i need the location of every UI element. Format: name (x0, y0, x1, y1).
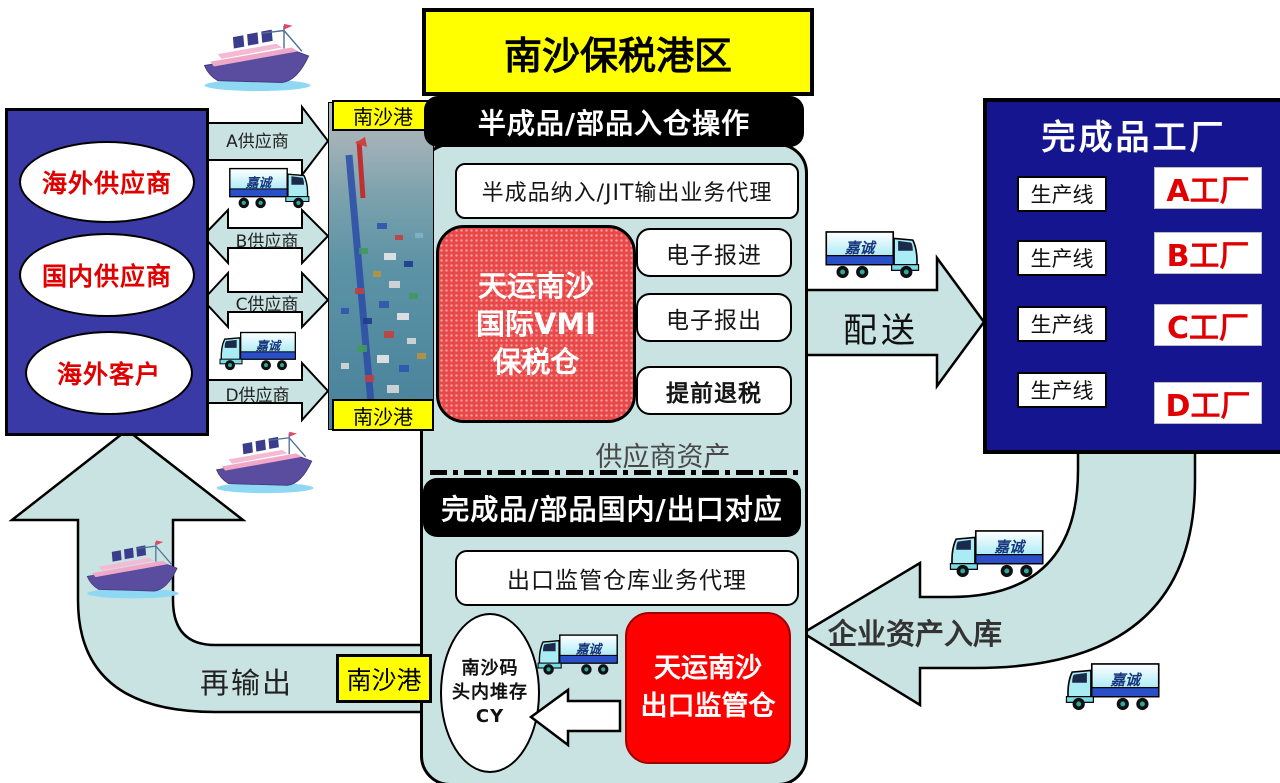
yard-transfer-arrow (528, 687, 622, 748)
e-declare-in-box: 电子报进 (636, 228, 792, 277)
factory-b-box: B工厂 (1154, 232, 1262, 274)
vmi-bonded-warehouse-box: 天运南沙 国际VMI 保税仓 (436, 225, 636, 423)
factory-a-box: A工厂 (1154, 167, 1262, 209)
supplier-assets-label: 供应商资产 (595, 442, 731, 473)
port-label-reexport: 南沙港 (336, 654, 432, 703)
supplier-a-arrow (202, 104, 330, 178)
svg-text:嘉诚: 嘉诚 (575, 641, 604, 656)
cy-line2: 头内堆存 (452, 682, 528, 703)
truck-icon: 嘉诚 (1065, 663, 1160, 711)
cy-yard-node: 南沙码 头内堆存 CY (440, 613, 540, 773)
cy-line3: CY (475, 706, 505, 727)
overseas-customer-node: 海外客户 (25, 331, 193, 415)
section-divider (430, 470, 798, 475)
overseas-supplier-node: 海外供应商 (19, 141, 195, 223)
truck-icon: 嘉诚 (825, 231, 920, 279)
svg-text:嘉诚: 嘉诚 (255, 339, 282, 353)
export-supervised-warehouse-box: 天运南沙 出口监管仓 (625, 612, 791, 764)
production-line-2: 生产线 (1017, 240, 1107, 276)
ship-icon (86, 539, 180, 600)
supplier-c-label: C供应商 (235, 295, 299, 315)
re-export-arrow (8, 428, 428, 714)
jit-agent-box: 半成品纳入/JIT输出业务代理 (455, 163, 799, 219)
svg-text:嘉诚: 嘉诚 (245, 175, 274, 190)
supplier-d-label: D供应商 (225, 386, 290, 406)
port-label-photo-bottom: 南沙港 (332, 399, 434, 431)
truck-icon: 嘉诚 (949, 530, 1044, 578)
ship-icon (203, 23, 312, 92)
supplier-b-label: B供应商 (235, 232, 299, 252)
vmi-line1: 天运南沙 (477, 269, 594, 303)
partners-panel: 海外供应商 国内供应商 海外客户 (5, 108, 209, 436)
truck-icon: 嘉诚 (229, 167, 310, 209)
asset-inbound-arrow (800, 444, 1197, 708)
export-wh-line1: 天运南沙 (654, 653, 762, 684)
asset-inbound-label: 企业资产入库 (828, 617, 1003, 651)
svg-text:嘉诚: 嘉诚 (844, 240, 877, 257)
port-photo (328, 102, 434, 430)
supplier-d-arrow (202, 360, 330, 423)
supplier-a-label: A供应商 (226, 132, 289, 152)
bonded-zone-panel: 半成品纳入/JIT输出业务代理 天运南沙 国际VMI 保税仓 电子报进 电子报出… (420, 143, 808, 783)
export-agent-box: 出口监管仓库业务代理 (455, 550, 799, 606)
truck-icon: 嘉诚 (537, 634, 618, 676)
page-title: 南沙保税港区 (422, 8, 814, 96)
outbound-section-header: 完成品/部品国内/出口对应 (423, 478, 801, 537)
production-line-1: 生产线 (1017, 176, 1107, 212)
delivery-label: 配送 (843, 311, 919, 351)
svg-text:嘉诚: 嘉诚 (1110, 672, 1143, 689)
ship-icon (215, 431, 315, 494)
factory-d-box: D工厂 (1154, 382, 1262, 424)
vmi-line3: 保税仓 (492, 345, 580, 379)
export-wh-line2: 出口监管仓 (640, 691, 776, 722)
inbound-section-header: 半成品/部品入仓操作 (424, 96, 804, 147)
advance-tax-refund-box: 提前退税 (636, 366, 792, 415)
e-declare-out-box: 电子报出 (636, 293, 792, 342)
svg-text:嘉诚: 嘉诚 (994, 539, 1027, 556)
port-label-top: 南沙港 (332, 100, 434, 131)
factory-panel-title: 完成品工厂 (1041, 118, 1227, 158)
domestic-supplier-node: 国内供应商 (19, 233, 195, 317)
vmi-line2: 国际VMI (475, 307, 597, 341)
re-export-label: 再输出 (200, 666, 294, 700)
production-line-4: 生产线 (1017, 372, 1107, 408)
cy-line1: 南沙码 (461, 658, 519, 679)
factory-c-box: C工厂 (1154, 304, 1262, 346)
delivery-arrow (800, 254, 986, 390)
truck-icon: 嘉诚 (219, 331, 297, 371)
factory-panel: 完成品工厂 生产线 生产线 生产线 生产线 A工厂 B工厂 C工厂 D工厂 (983, 98, 1280, 454)
production-line-3: 生产线 (1017, 306, 1107, 342)
